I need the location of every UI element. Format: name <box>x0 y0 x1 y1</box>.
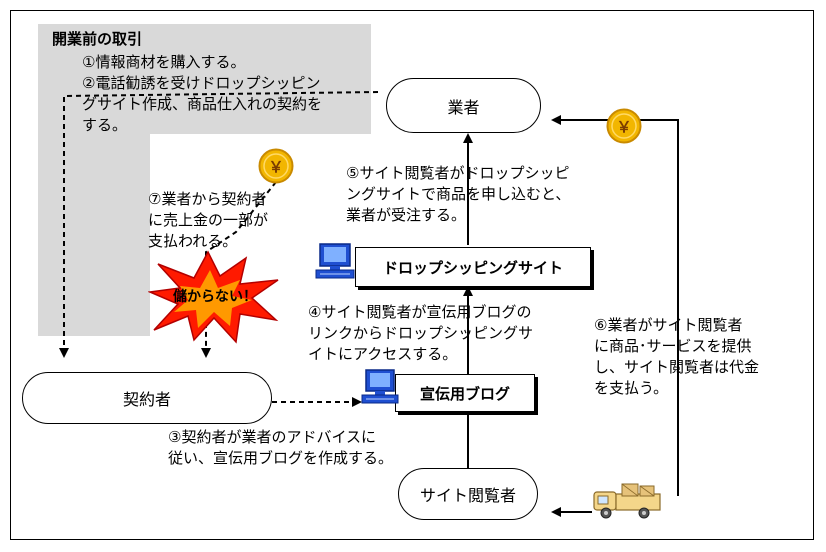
pre-trade-step1: ①情報商材を購入する。 <box>82 53 246 71</box>
step6-line3: し、サイト閲覧者は代金 <box>594 358 760 376</box>
arrow-payment-to-vendor <box>551 115 679 496</box>
computer-icon <box>315 243 355 279</box>
dashed-payment-to-contractor <box>201 181 277 358</box>
delivery-truck-icon <box>593 483 661 519</box>
step5-line3: 業者が受注する。 <box>346 206 467 224</box>
step7-line1: ⑦業者から契約者 <box>148 190 267 208</box>
yen-symbol: ￥ <box>268 158 284 176</box>
dropship-site-box: ドロップシッピングサイト <box>355 247 591 287</box>
pre-trade-heading: 開業前の取引 <box>52 30 143 48</box>
step7-line3: 支払われる。 <box>148 232 238 250</box>
step4-line3: イトにアクセスする。 <box>308 345 458 363</box>
step7-line2: に売上金の一部が <box>148 211 269 229</box>
step3-line1: ③契約者が業者のアドバイスに <box>168 428 376 446</box>
step6-line2: に商品･サービスを提供 <box>594 337 752 355</box>
yen-coin-icon: ￥ <box>258 148 294 184</box>
dashed-vendor-to-contractor <box>59 91 379 358</box>
visitor-node: サイト閲覧者 <box>398 468 538 520</box>
pre-trade-step2-line1: ②電話勧誘を受けドロップシッピン <box>82 74 321 92</box>
computer-icon <box>361 369 399 404</box>
step4-line1: ④サイト閲覧者が宣伝用ブログの <box>308 303 532 321</box>
step6-line4: を支払う。 <box>594 379 669 397</box>
pre-trade-panel-side <box>38 134 150 336</box>
diagram-frame <box>10 10 814 540</box>
contractor-node: 契約者 <box>22 372 272 424</box>
step3-line2: 従い、宣伝用ブログを作成する。 <box>168 449 394 467</box>
step4-line2: リンクからドロップシッピングサ <box>308 324 534 342</box>
pre-trade-step2-line2: グサイト作成、商品仕入れの契約を <box>82 95 323 113</box>
step5-line1: ⑤サイト閲覧者がドロップシッピ <box>346 164 570 182</box>
pre-trade-panel-top <box>38 24 371 134</box>
step5-line2: ングサイトで商品を申し込むと、 <box>346 185 571 203</box>
blog-box: 宣伝用ブログ <box>395 374 535 412</box>
yen-symbol: ￥ <box>616 118 632 136</box>
vendor-node: 業者 <box>386 78 541 133</box>
burst-label: 儲からない！ <box>173 289 257 305</box>
pre-trade-step2-line3: する。 <box>82 116 128 134</box>
explosion-burst-icon: 儲からない！ <box>147 250 282 346</box>
yen-coin-icon: ￥ <box>606 108 642 144</box>
step6-line1: ⑥業者がサイト閲覧者 <box>594 316 743 334</box>
